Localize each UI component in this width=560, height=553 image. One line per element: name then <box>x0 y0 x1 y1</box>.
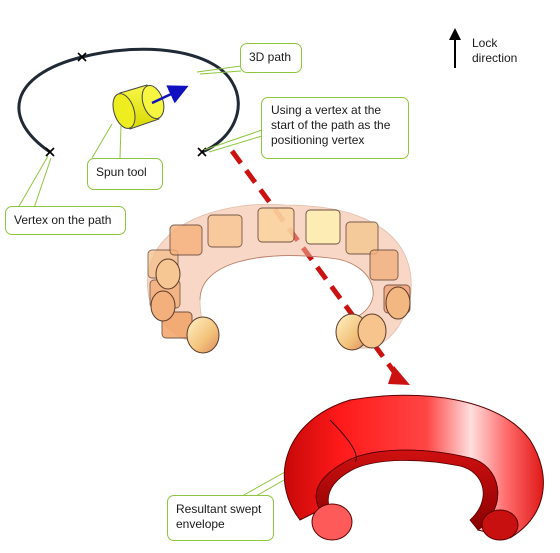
callout-vertex-on-path-text: Vertex on the path <box>14 213 112 227</box>
callout-3d-path: 3D path <box>240 43 302 73</box>
lock-direction-arrow <box>449 28 461 68</box>
callout-spun-tool: Spun tool <box>87 158 163 190</box>
3d-path-curve <box>17 47 240 154</box>
tool-direction-arrow <box>151 85 189 105</box>
callout-vertex-on-path: Vertex on the path <box>5 206 126 235</box>
stacked-tool-instances <box>147 203 412 354</box>
lock-direction-line1: Lock <box>472 36 498 50</box>
callout-positioning-vertex: Using a vertex at the start of the path … <box>261 97 409 159</box>
callout-resultant-envelope-text: Resultant swept envelope <box>176 502 262 531</box>
lock-direction-label: Lock direction <box>472 36 517 66</box>
swept-envelope-shape <box>283 394 544 541</box>
callout-3d-path-text: 3D path <box>249 50 292 64</box>
callout-spun-tool-text: Spun tool <box>96 165 147 179</box>
lock-direction-line2: direction <box>472 51 518 65</box>
callout-resultant-envelope: Resultant swept envelope <box>167 495 274 541</box>
spun-tool-cylinder <box>112 84 165 130</box>
callout-positioning-vertex-text: Using a vertex at the start of the path … <box>271 103 391 147</box>
